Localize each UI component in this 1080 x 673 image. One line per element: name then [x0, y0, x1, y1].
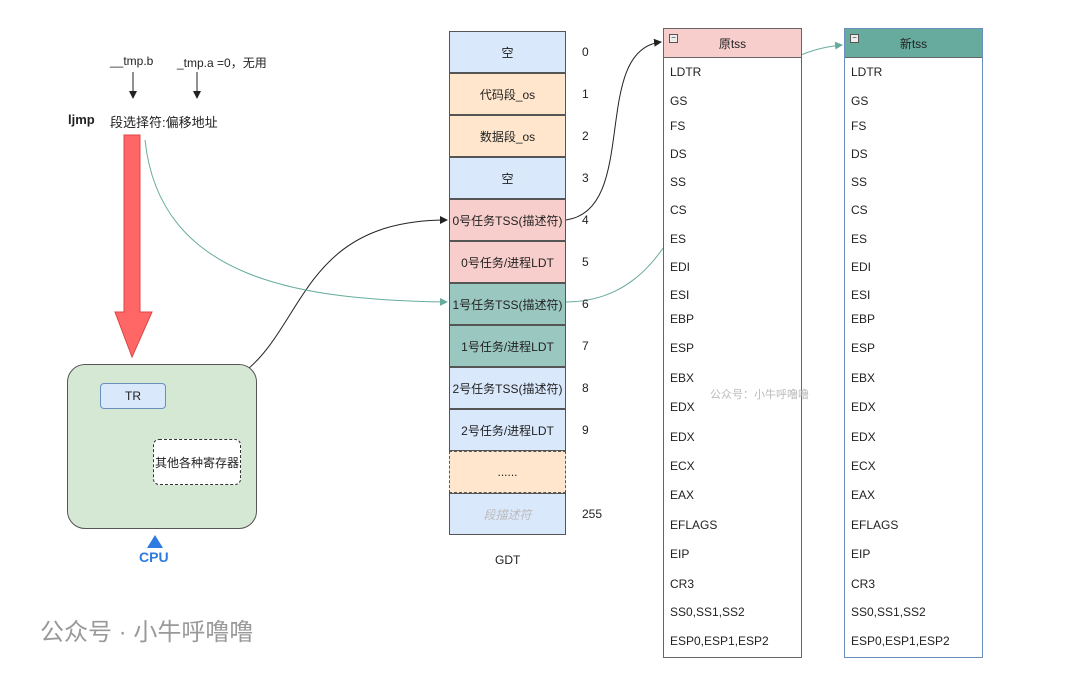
gdt-row: 0号任务TSS(描述符) — [449, 199, 566, 241]
tss-field: EAX — [670, 488, 695, 502]
tss-field: ESP0,ESP1,ESP2 — [670, 634, 769, 648]
gdt-row: 空 — [449, 157, 566, 199]
gdt-row: 段描述符 — [449, 493, 566, 535]
tss-field: EDX — [670, 430, 695, 444]
gdt-row: 空 — [449, 31, 566, 73]
tss-field: EBP — [670, 312, 695, 326]
tss-field: LDTR — [670, 65, 702, 79]
tss-field: SS — [851, 175, 868, 189]
tss-field: ESI — [670, 288, 690, 302]
tss-field: EIP — [851, 547, 871, 561]
tss-field: ES — [670, 232, 687, 246]
gdt-row: 2号任务/进程LDT — [449, 409, 566, 451]
gdt-title: GDT — [495, 553, 521, 567]
tss-field: FS — [851, 119, 867, 133]
gdt-row-text: 代码段_os — [479, 87, 536, 102]
tmp-a-label: _tmp.a =0，无用 — [177, 56, 267, 70]
tss-field: EIP — [670, 547, 690, 561]
gdt-index: 0 — [582, 45, 589, 59]
big-red-arrow — [114, 134, 153, 359]
ljmp-operand: 段选择符:偏移地址 — [110, 115, 218, 130]
tss-field: EFLAGS — [670, 518, 718, 532]
tss-field: GS — [851, 94, 869, 108]
tss-field: EBX — [670, 371, 695, 385]
old-tss-header: − 原tss — [664, 29, 801, 58]
tss-field: ESP — [851, 341, 876, 355]
gdt-index: 4 — [582, 213, 589, 227]
tss-field: ECX — [670, 459, 695, 473]
collapse-icon[interactable]: − — [850, 34, 859, 43]
tss-field: ESI — [851, 288, 871, 302]
tss-field: ESP — [670, 341, 695, 355]
tss-field: EDI — [670, 260, 691, 274]
new-tss-title: 新tss — [899, 36, 928, 51]
gdt-row-text: 空 — [501, 45, 514, 60]
gdt-row: 1号任务/进程LDT — [449, 325, 566, 367]
gdt-row-text: 0号任务/进程LDT — [461, 255, 554, 270]
tss-field: DS — [851, 147, 868, 161]
tss-field: EAX — [851, 488, 876, 502]
gdt-row-text: 2号任务TSS(描述符) — [452, 381, 563, 396]
old-tss-title: 原tss — [718, 36, 747, 51]
gdt-row-text: 1号任务/进程LDT — [461, 339, 554, 354]
old-tss-table: − 原tss LDTR GS FS DS SS CS ES EDI ESI EBP ESP EBX EDX… — [663, 28, 802, 658]
tss-field: CS — [851, 203, 868, 217]
tss-field: EDI — [851, 260, 872, 274]
gdt-index: 9 — [582, 423, 589, 437]
selector-to-tss1-connector — [144, 139, 448, 306]
tss-field: EBP — [851, 312, 876, 326]
tss-field: ESP0,ESP1,ESP2 — [851, 634, 950, 648]
gdt-index: 8 — [582, 381, 589, 395]
tss-field: ES — [851, 232, 868, 246]
tss-field: DS — [670, 147, 687, 161]
gdt-row-text: 段描述符 — [483, 507, 532, 522]
tss-field: FS — [670, 119, 686, 133]
gdt-index: 5 — [582, 255, 589, 269]
gdt-index: 1 — [582, 87, 589, 101]
other-registers: 其他各种寄存器 — [153, 439, 241, 485]
tss-field: EBX — [851, 371, 876, 385]
new-tss-table: − 新tss LDTR GS FS DS SS CS ES EDI ESI EBP ESP EBX EDX… — [844, 28, 983, 658]
ljmp-op: ljmp — [68, 112, 95, 127]
gdt-row: ...... — [449, 451, 566, 493]
tr-register: TR — [100, 383, 166, 409]
gdt-row-text: 数据段_os — [479, 129, 536, 144]
gdt-index: 2 — [582, 129, 589, 143]
tss-field: LDTR — [851, 65, 883, 79]
gdt-row: 2号任务TSS(描述符) — [449, 367, 566, 409]
tss-field: SS0,SS1,SS2 — [851, 605, 926, 619]
gdt-row-text: 空 — [501, 171, 514, 186]
cpu-label: CPU — [139, 549, 169, 565]
gdt-row: 1号任务TSS(描述符) — [449, 283, 566, 325]
gdt-row-text: 0号任务TSS(描述符) — [452, 213, 563, 228]
cpu-icon — [147, 535, 163, 548]
tss0-to-old-tss-connector — [565, 38, 662, 221]
gdt-index: 7 — [582, 339, 589, 353]
tss-field: CS — [670, 203, 687, 217]
tmp-b-label: __tmp.b — [110, 54, 154, 68]
gdt-index: 6 — [582, 297, 589, 311]
tss-field: EDX — [670, 400, 695, 414]
tss-field: ECX — [851, 459, 876, 473]
tss-field: CR3 — [670, 577, 695, 591]
new-tss-header: − 新tss — [845, 29, 982, 58]
gdt-row-text: 2号任务/进程LDT — [461, 423, 554, 438]
tss-field: SS — [670, 175, 687, 189]
tss-field: CR3 — [851, 577, 876, 591]
watermark-main: 公众号 · 小牛呼噜噜 — [40, 619, 254, 646]
gdt-row: 0号任务/进程LDT — [449, 241, 566, 283]
gdt-row-text: ...... — [497, 465, 518, 479]
tss-field: EDX — [851, 400, 876, 414]
tss-field: EDX — [851, 430, 876, 444]
tss-field: GS — [670, 94, 688, 108]
gdt-row-text: 1号任务TSS(描述符) — [452, 297, 563, 312]
gdt-row: 代码段_os — [449, 73, 566, 115]
collapse-icon[interactable]: − — [669, 34, 678, 43]
watermark-faint: 公众号：小牛呼噜噜 — [710, 389, 809, 401]
tss-field: EFLAGS — [851, 518, 899, 532]
gdt-index: 3 — [582, 171, 589, 185]
gdt-index: 255 — [582, 507, 603, 521]
tss-field: SS0,SS1,SS2 — [670, 605, 745, 619]
gdt-row: 数据段_os — [449, 115, 566, 157]
